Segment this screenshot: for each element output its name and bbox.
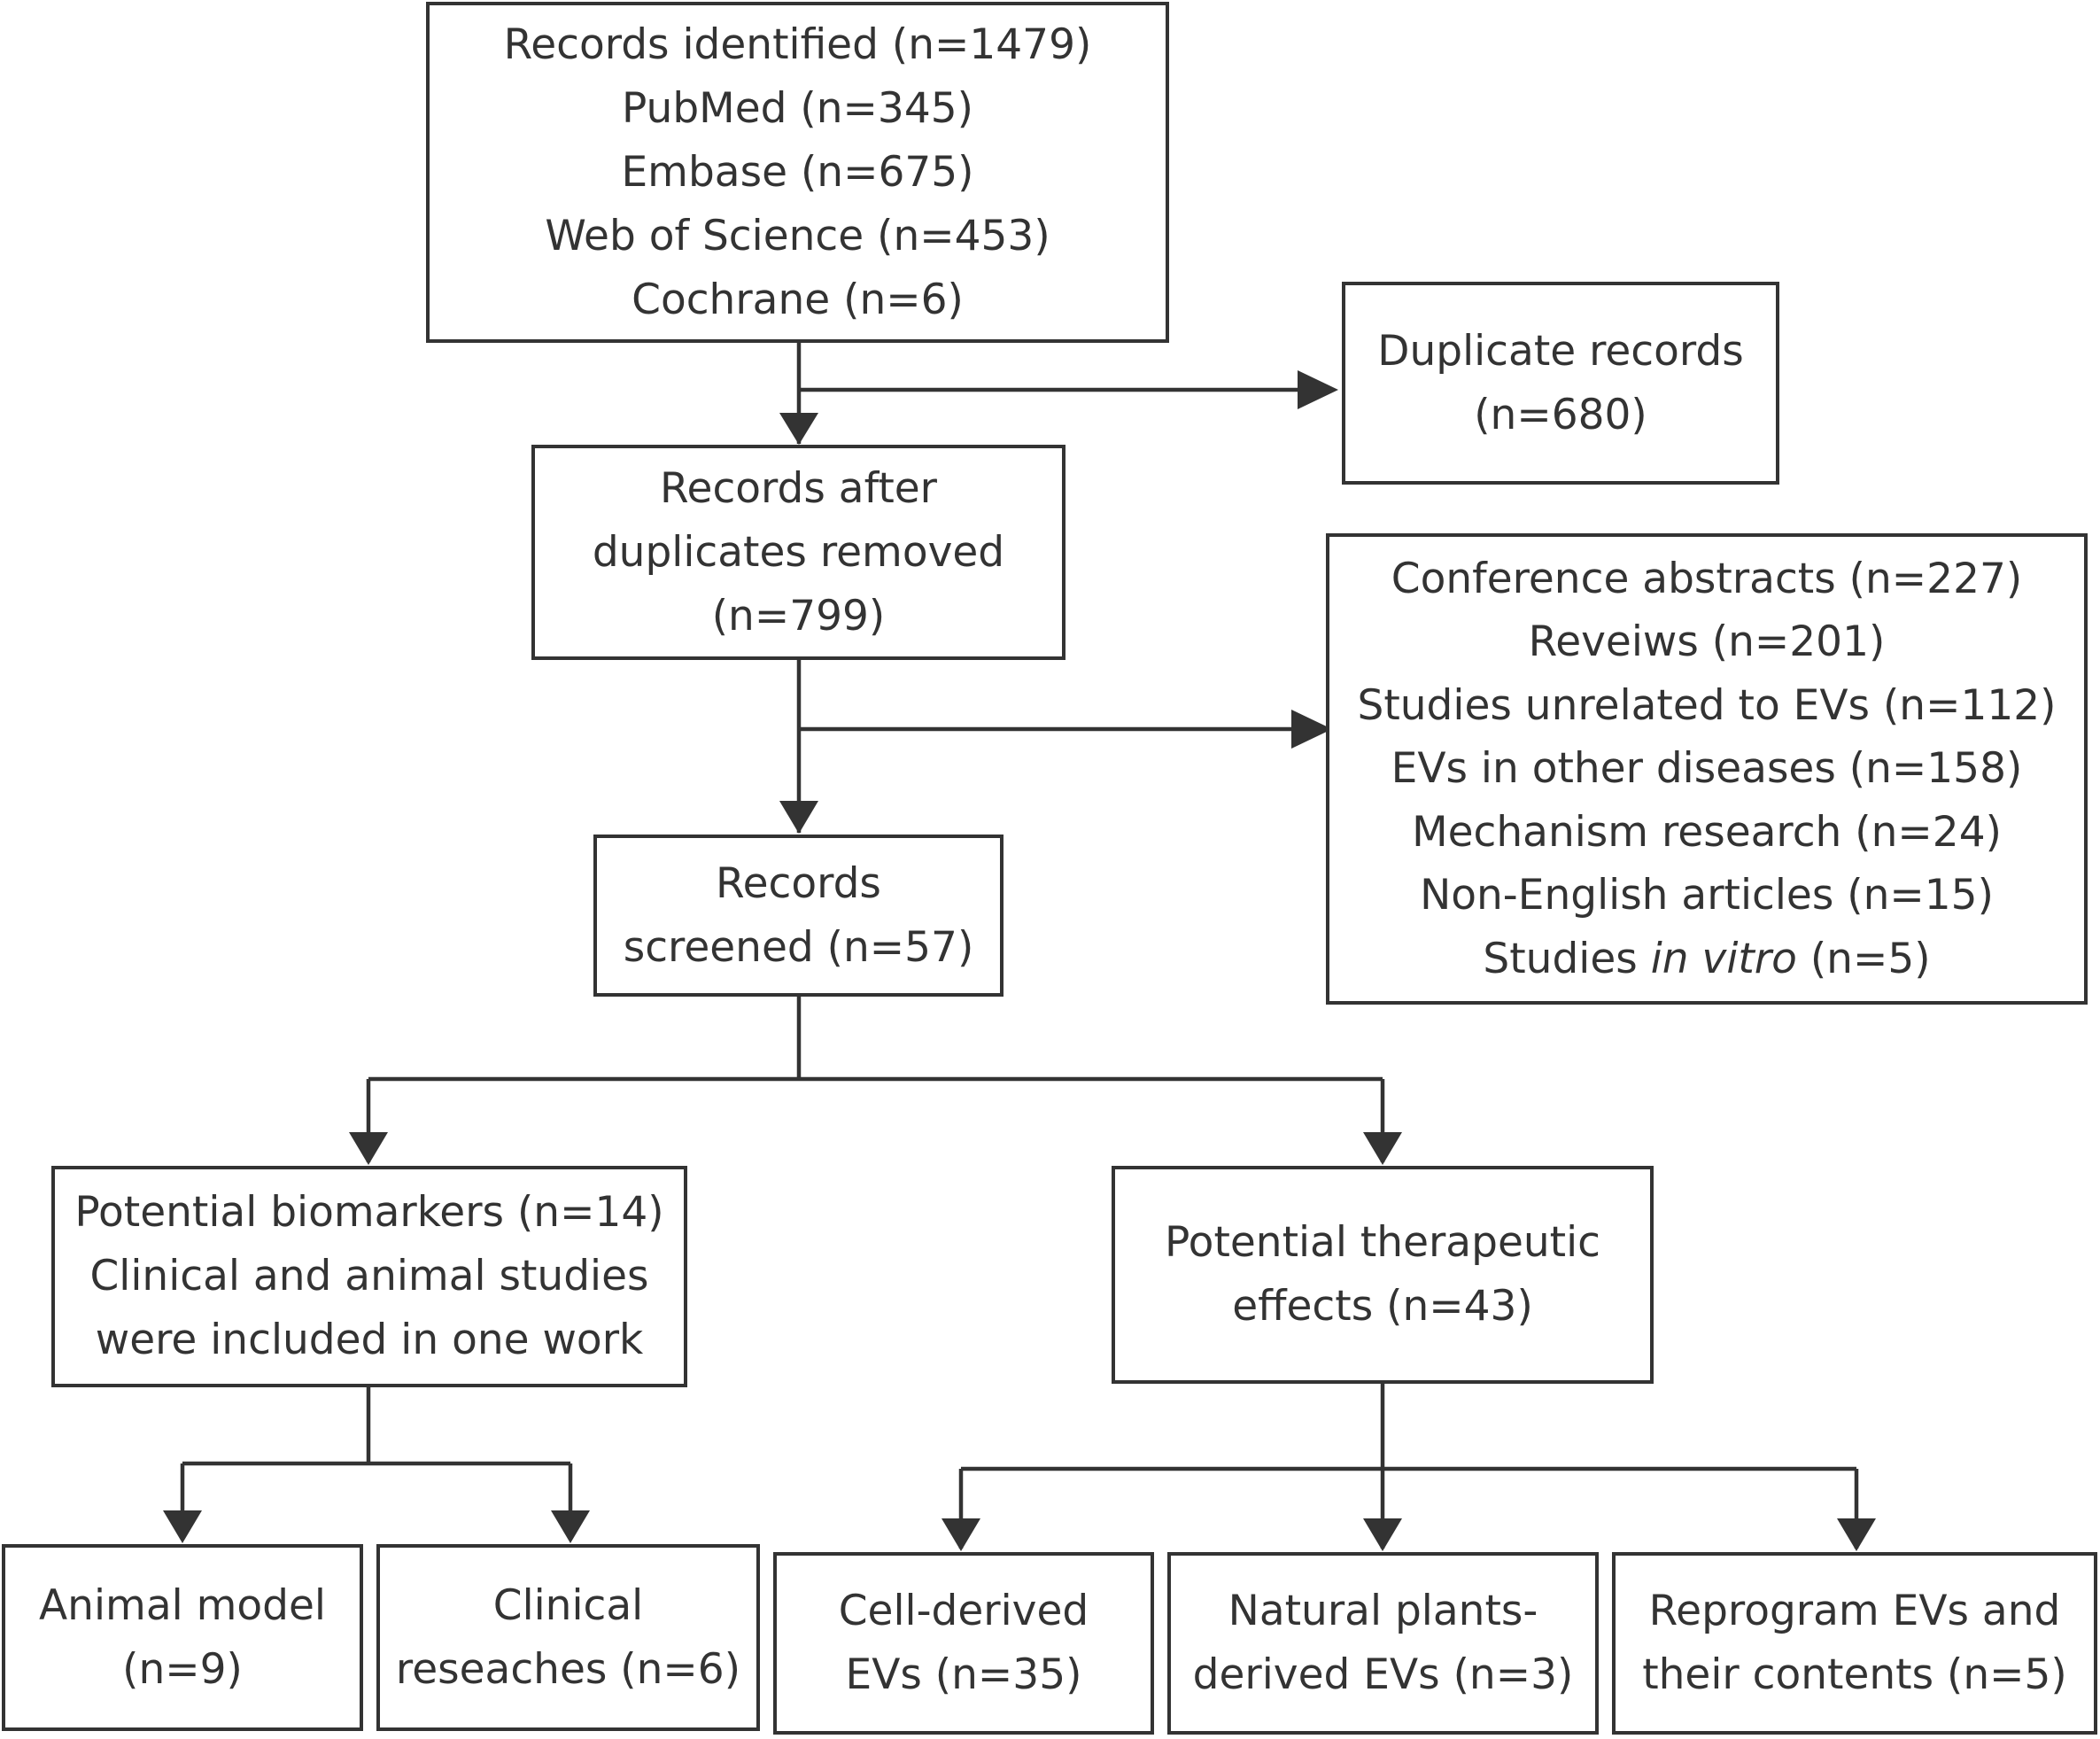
after-line-2: duplicates removed (592, 527, 1005, 577)
arrowhead (349, 1132, 388, 1165)
reprogram-evs-box: Reprogram EVs and their contents (n=5) (1612, 1552, 2097, 1735)
clinical-label: Clinical (492, 1580, 644, 1630)
excluded-other-diseases: EVs in other diseases (n=158) (1391, 744, 2023, 794)
after-line-1: Records after (659, 463, 937, 513)
screened-line-2: screened (n=57) (623, 922, 974, 972)
plants-derived-evs-box: Natural plants- derived EVs (n=3) (1167, 1552, 1599, 1735)
clinical-count: reseaches (n=6) (395, 1644, 741, 1694)
records-identified-box: Records identified (n=1479) PubMed (n=34… (426, 2, 1169, 343)
biomarkers-line-2: Clinical and animal studies (89, 1252, 649, 1300)
plants-line-1: Natural plants- (1228, 1587, 1538, 1635)
excluded-reviews: Reveiws (n=201) (1528, 617, 1886, 667)
excluded-unrelated: Studies unrelated to EVs (n=112) (1357, 680, 2057, 730)
biomarkers-line-3: were included in one work (95, 1316, 644, 1364)
arrowhead (779, 413, 818, 445)
potential-biomarkers-box: Potential biomarkers (n=14) Clinical and… (51, 1166, 687, 1387)
reprogram-line-2: their contents (n=5) (1642, 1650, 2067, 1699)
plants-line-2: derived EVs (n=3) (1192, 1650, 1574, 1699)
excluded-mechanism: Mechanism research (n=24) (1412, 807, 2002, 857)
reprogram-line-1: Reprogram EVs and (1648, 1587, 2061, 1635)
source-pubmed: PubMed (n=345) (622, 83, 973, 133)
source-cochrane: Cochrane (n=6) (632, 275, 964, 324)
arrowhead (163, 1510, 202, 1543)
biomarkers-line-1: Potential biomarkers (n=14) (74, 1188, 664, 1237)
animal-model-label: Animal model (39, 1580, 326, 1630)
arrowhead (942, 1518, 980, 1551)
arrowhead (1363, 1518, 1402, 1551)
excluded-reasons-box: Conference abstracts (n=227) Reveiws (n=… (1326, 533, 2088, 1005)
arrowhead (1291, 710, 1332, 749)
cell-derived-evs-box: Cell-derived EVs (n=35) (773, 1552, 1154, 1735)
arrowhead (1837, 1518, 1876, 1551)
arrowhead (1298, 370, 1338, 409)
arrowhead (779, 801, 818, 834)
arrowhead (1363, 1132, 1402, 1165)
screened-line-1: Records (716, 858, 881, 908)
excluded-in-vitro: Studies in vitro (n=5) (1483, 934, 1931, 983)
duplicate-records-count: (n=680) (1474, 390, 1647, 439)
records-identified-title: Records identified (n=1479) (503, 19, 1092, 69)
duplicate-records-label: Duplicate records (1377, 326, 1744, 376)
clinical-researches-box: Clinical reseaches (n=6) (376, 1544, 760, 1731)
records-after-duplicates-box: Records after duplicates removed (n=799) (531, 445, 1065, 660)
excluded-conference-abstracts: Conference abstracts (n=227) (1391, 554, 2023, 603)
animal-model-count: (n=9) (122, 1644, 243, 1694)
arrowhead (551, 1510, 590, 1543)
cell-derived-line-1: Cell-derived (838, 1587, 1089, 1635)
therapeutic-line-2: effects (n=43) (1232, 1282, 1533, 1331)
source-embase: Embase (n=675) (621, 147, 974, 197)
after-line-3: (n=799) (711, 591, 886, 640)
potential-therapeutic-box: Potential therapeutic effects (n=43) (1112, 1166, 1654, 1384)
source-web-of-science: Web of Science (n=453) (545, 211, 1050, 260)
excluded-non-english: Non-English articles (n=15) (1420, 871, 1994, 920)
duplicate-records-box: Duplicate records (n=680) (1342, 282, 1779, 485)
records-screened-box: Records screened (n=57) (593, 835, 1004, 997)
cell-derived-line-2: EVs (n=35) (845, 1650, 1082, 1699)
therapeutic-line-1: Potential therapeutic (1165, 1218, 1600, 1267)
animal-model-box: Animal model (n=9) (2, 1544, 363, 1731)
